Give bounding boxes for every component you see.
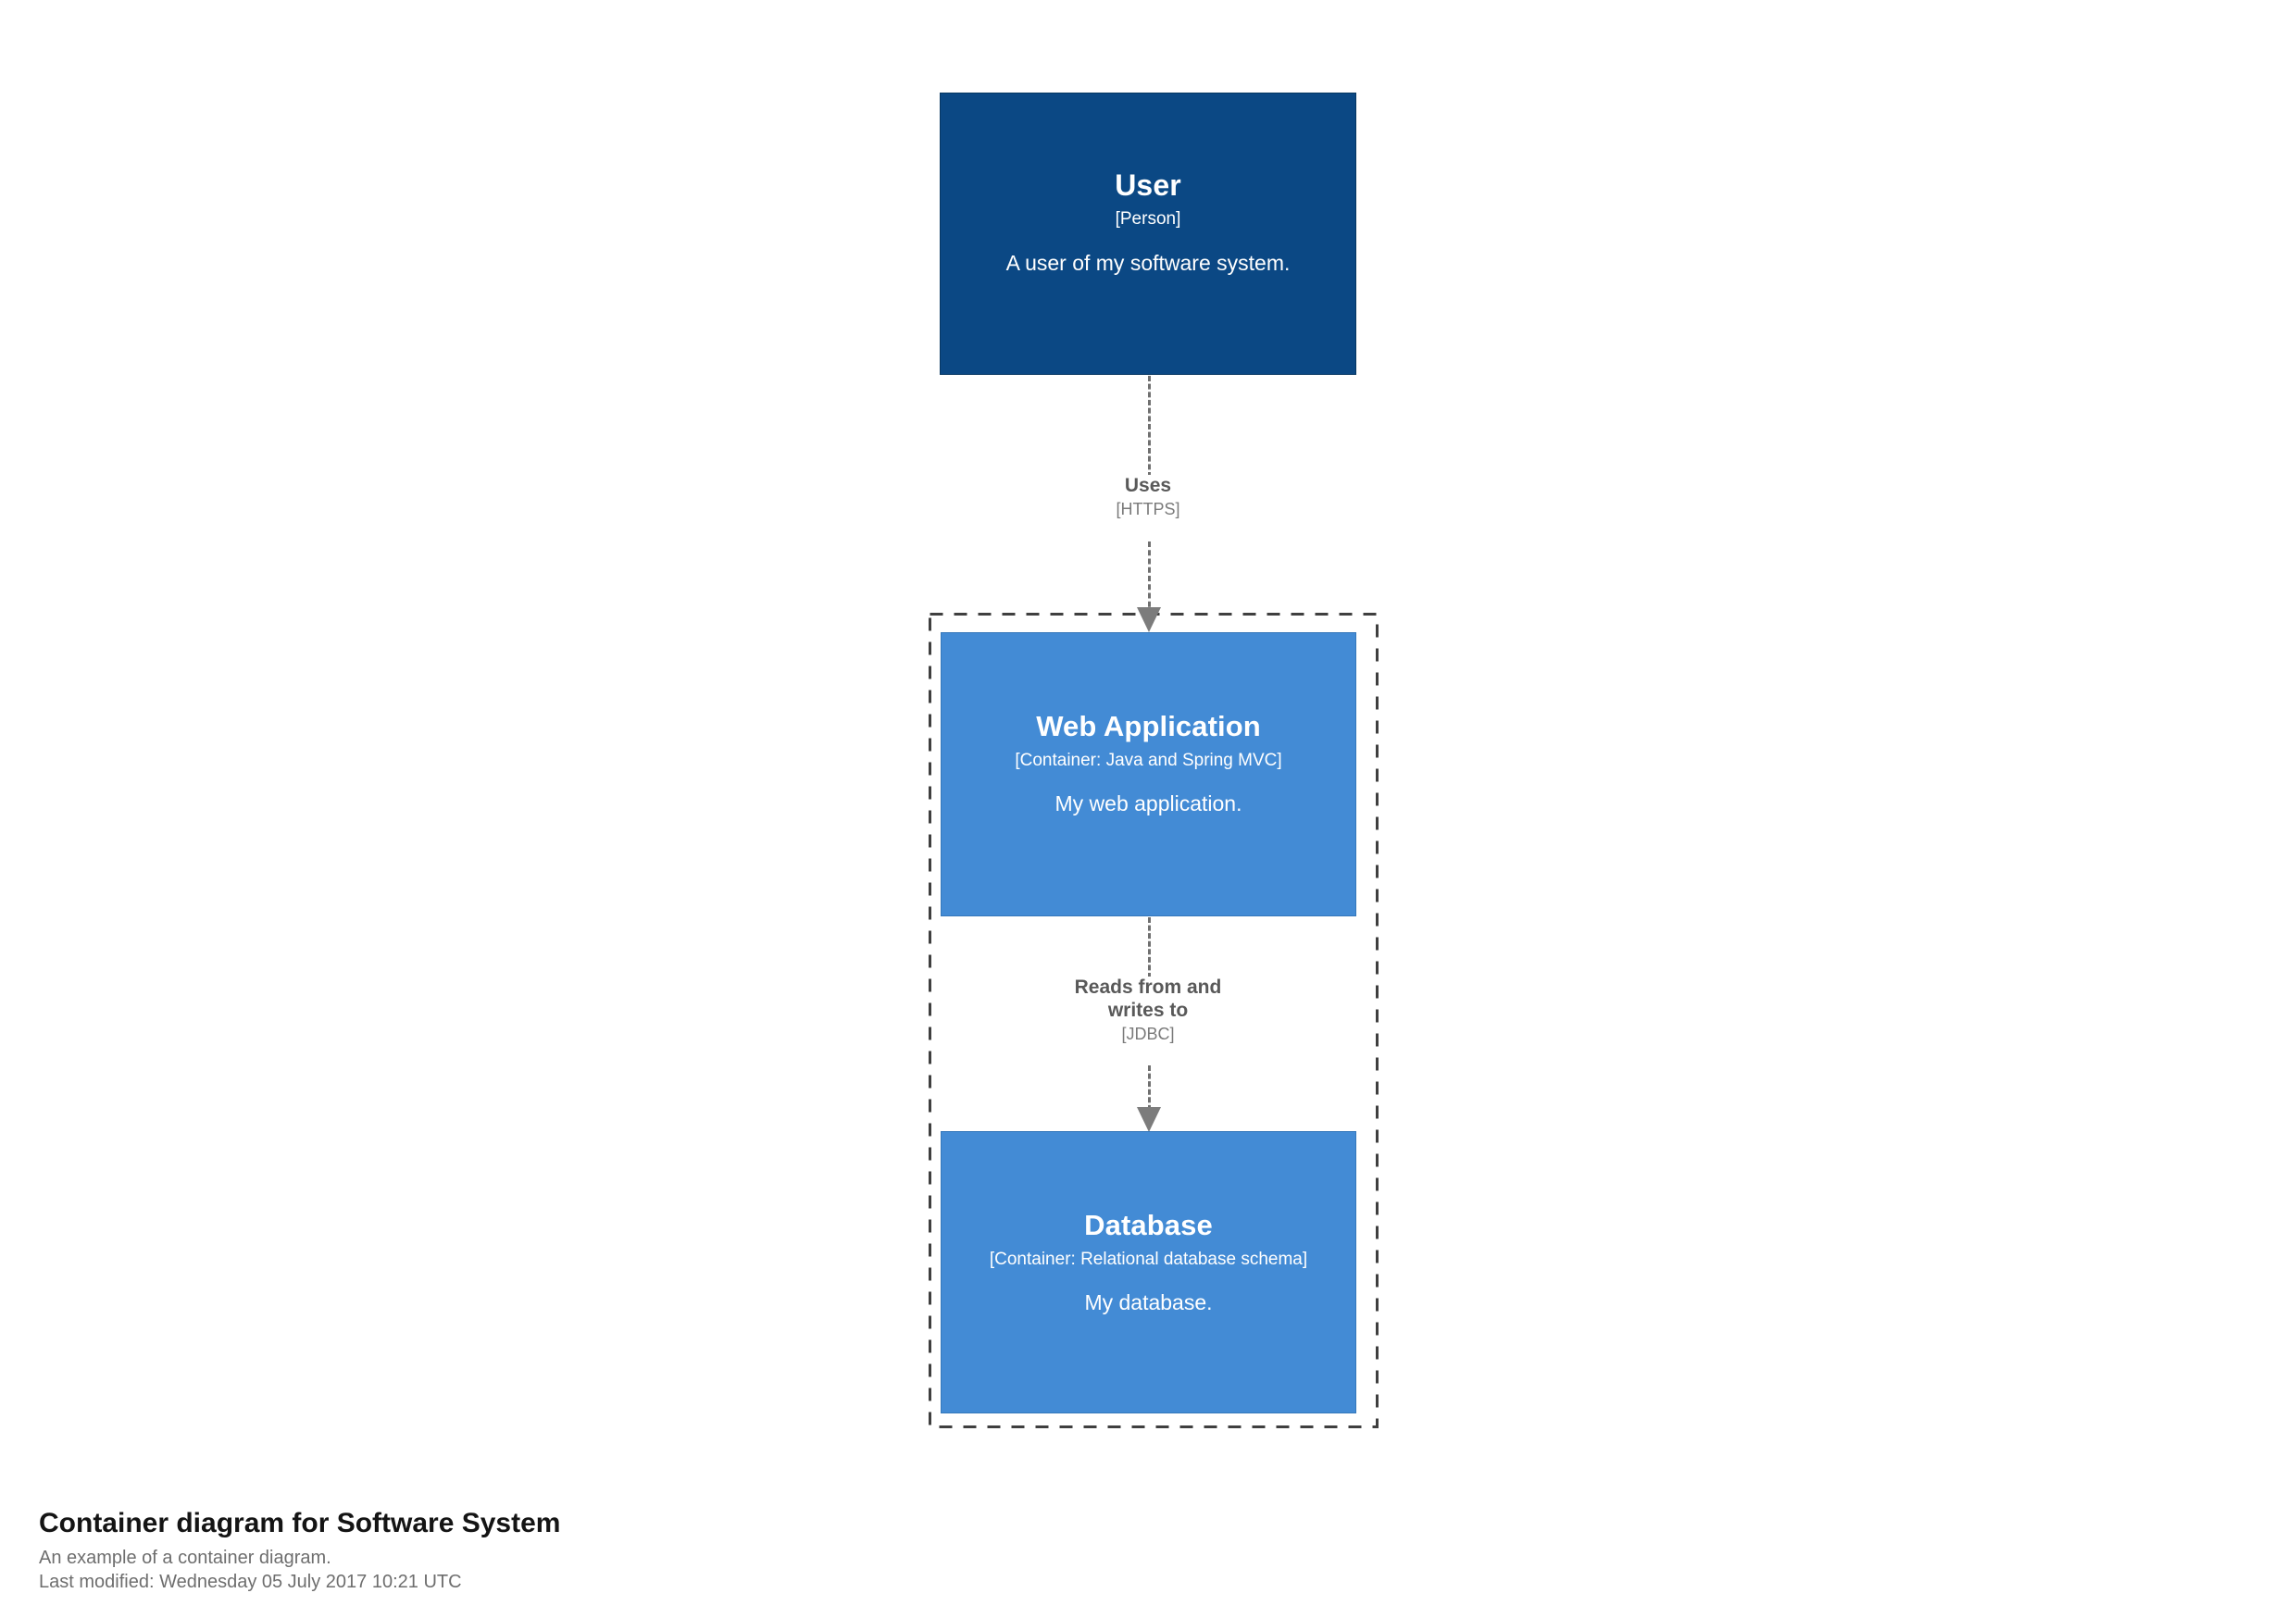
relationship-reads-writes-arrowhead-icon	[1137, 1107, 1161, 1132]
element-web-application-name: Web Application	[1036, 710, 1261, 742]
diagram-caption: Container diagram for Software System An…	[39, 1507, 1242, 1595]
diagram-last-modified: Last modified: Wednesday 05 July 2017 10…	[39, 1572, 462, 1593]
element-web-application-description: My web application.	[1054, 790, 1242, 815]
relationship-uses-line-lower	[1148, 541, 1151, 616]
element-web-application-type: [Container: Java and Spring MVC]	[1015, 751, 1282, 771]
element-web-application[interactable]: Web Application [Container: Java and Spr…	[941, 632, 1356, 916]
element-user-description: A user of my software system.	[1005, 251, 1291, 276]
element-database-description: My database.	[1084, 1289, 1213, 1314]
element-user-type: [Person]	[1115, 209, 1181, 230]
element-database-type: [Container: Relational database schema]	[989, 1250, 1308, 1270]
relationship-uses-arrowhead-icon	[1137, 607, 1161, 632]
element-user[interactable]: User [Person] A user of my software syst…	[940, 93, 1356, 375]
element-database-name: Database	[1084, 1209, 1213, 1241]
element-database[interactable]: Database [Container: Relational database…	[941, 1131, 1356, 1413]
relationship-uses-line-upper	[1148, 376, 1151, 478]
relationship-uses-description: Uses	[1124, 475, 1172, 496]
relationship-reads-writes-line-lower	[1148, 1065, 1151, 1126]
relationship-reads-writes-label: Reads from and writes to [JDBC]	[1028, 977, 1268, 1044]
relationship-reads-writes-technology: [JDBC]	[1121, 1024, 1175, 1043]
relationship-uses-technology: [HTTPS]	[1116, 499, 1180, 518]
element-user-name: User	[1115, 168, 1181, 202]
relationship-reads-writes-line-upper	[1148, 917, 1151, 978]
relationship-reads-writes-description: Reads from and writes to	[1074, 977, 1222, 1021]
diagram-subtitle: An example of a container diagram.	[39, 1547, 331, 1568]
relationship-uses-label: Uses [HTTPS]	[1037, 475, 1259, 519]
diagram-title: Container diagram for Software System	[39, 1508, 561, 1538]
